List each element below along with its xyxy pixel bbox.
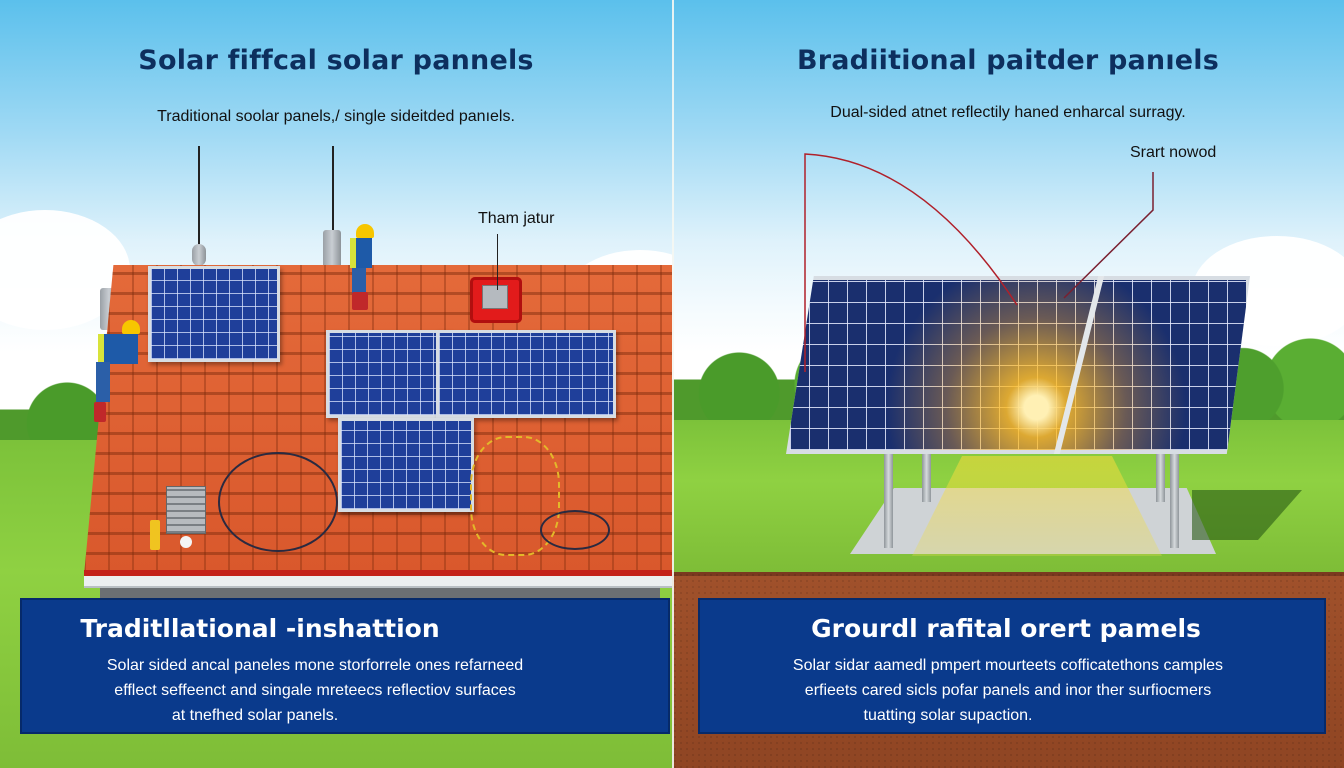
solar-panel [338,418,474,512]
lightning-rod [332,146,334,232]
tool-icon [150,520,160,550]
solar-panel [436,330,616,418]
rod-base-icon [192,244,206,266]
safety-vest [350,238,372,268]
left-info-title: Traditllational -inshattion [80,614,440,643]
support-post [1170,452,1179,548]
safety-rope [470,436,560,556]
support-post [922,452,931,502]
hard-hat-icon [356,224,374,238]
info-line: efflect seffeenct and singale mreteecs r… [114,682,516,699]
left-panel-traditional: Solar fiffcal solar pannels Traditional … [0,0,672,768]
worker-boots [94,402,106,422]
info-line: erfieets cared sicls pofar panels and in… [804,682,1212,699]
support-post [884,452,893,548]
worker-legs [96,362,110,402]
left-info-box: Traditllational -inshattion Solar sided … [20,598,670,734]
right-title: Bradiitional paitder panıels [796,45,1220,76]
callout-label: Tham jatur [478,210,555,227]
junction-box [470,277,522,323]
info-line: Solar sided ancal paneles mone storforre… [106,657,524,674]
left-subtitle: Traditional soolar panels,/ single sidei… [157,108,515,125]
left-info-body: Solar sided ancal paneles mone storforre… [0,653,668,728]
cable [218,452,338,552]
hard-hat-icon [122,320,140,334]
info-line: tuatting solar supaction. [863,707,1033,724]
lightning-rod [198,146,200,246]
roof-edge [84,570,672,576]
right-subtitle: Dual-sided atnet reflectily haned enharc… [830,104,1186,121]
right-info-box: Grourdl rafital orert pamels Solar sidar… [698,598,1326,734]
info-line: at tnefhed solar panels. [171,707,339,724]
center-divider [672,0,674,768]
callout-line-arc [804,153,1018,372]
support-post [1156,452,1165,502]
roof-fascia [84,576,672,588]
callout-label: Srart nowod [1130,144,1217,161]
panel-cells [790,280,1246,450]
worker-legs [352,268,366,294]
solar-panel [326,330,450,418]
cable [540,510,610,550]
callout-line-pointer [1063,172,1154,299]
right-info-body: Solar sidar aamedl pmpert mourteets coff… [692,653,1324,728]
inverter-box [166,486,206,534]
right-info-title: Grourdl rafital orert pamels [811,614,1201,643]
safety-vest [98,334,138,364]
left-title: Solar fiffcal solar pannels [138,45,534,76]
worker-boots [352,292,368,310]
callout-lines [804,153,1154,372]
connector-icon [180,536,192,548]
solar-panel [148,266,280,362]
house-wall [100,588,660,598]
bifacial-solar-panel [786,276,1250,454]
info-line: Solar sidar aamedl pmpert mourteets coff… [792,657,1224,674]
right-panel-bifacial: Bradiitional paitder panıels Dual-sided … [672,0,1344,768]
callout-line [497,234,498,290]
